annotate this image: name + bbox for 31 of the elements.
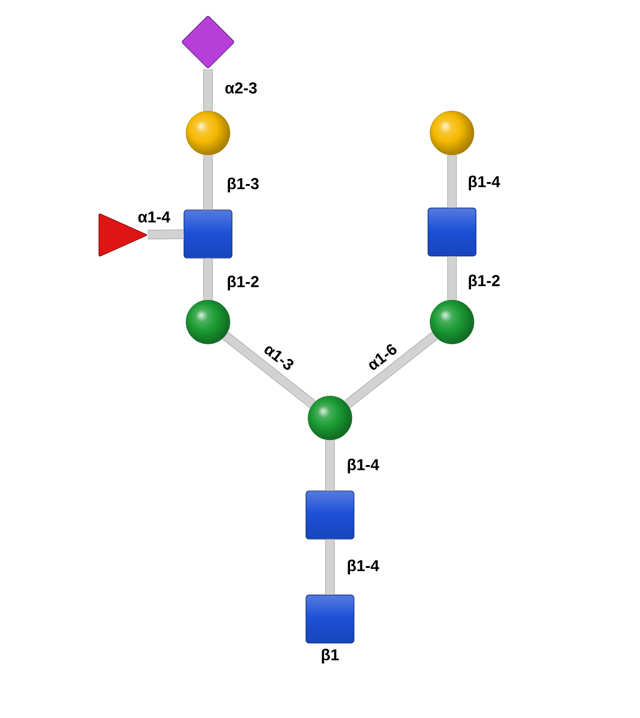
sphere: [430, 300, 474, 344]
linkage-label: β1-2: [226, 274, 260, 292]
connector-rod: [203, 258, 213, 300]
linkage-label: β1: [322, 648, 339, 664]
square: [306, 490, 354, 540]
connector-rod: [203, 155, 213, 210]
linkage-label: α1-6: [364, 340, 400, 374]
linkage-label: α1-4: [136, 210, 172, 224]
linkage-label: β1-2: [466, 273, 502, 291]
square: [184, 210, 232, 258]
linkage-label: α1-3: [261, 340, 297, 374]
linkage-label: α2-3: [224, 81, 258, 95]
sphere: [308, 396, 352, 440]
connector-rod: [148, 230, 184, 240]
sphere: [186, 110, 230, 156]
linkage-label: β1-4: [346, 457, 380, 475]
connector-rod: [222, 332, 316, 408]
connector-rod: [203, 69, 213, 111]
diamond: [182, 16, 234, 68]
connector-rod: [344, 332, 438, 408]
linkage-label: β1-4: [466, 174, 502, 192]
square: [306, 594, 354, 644]
linkage-label: β1-4: [346, 558, 380, 576]
sphere: [430, 110, 474, 156]
square: [428, 208, 476, 256]
connector-rod: [325, 539, 335, 595]
connector-rod: [447, 155, 457, 208]
connector-rod: [325, 440, 335, 491]
linkage-label: β1-3: [226, 176, 260, 194]
sphere: [186, 300, 230, 344]
connector-rod: [447, 256, 457, 300]
